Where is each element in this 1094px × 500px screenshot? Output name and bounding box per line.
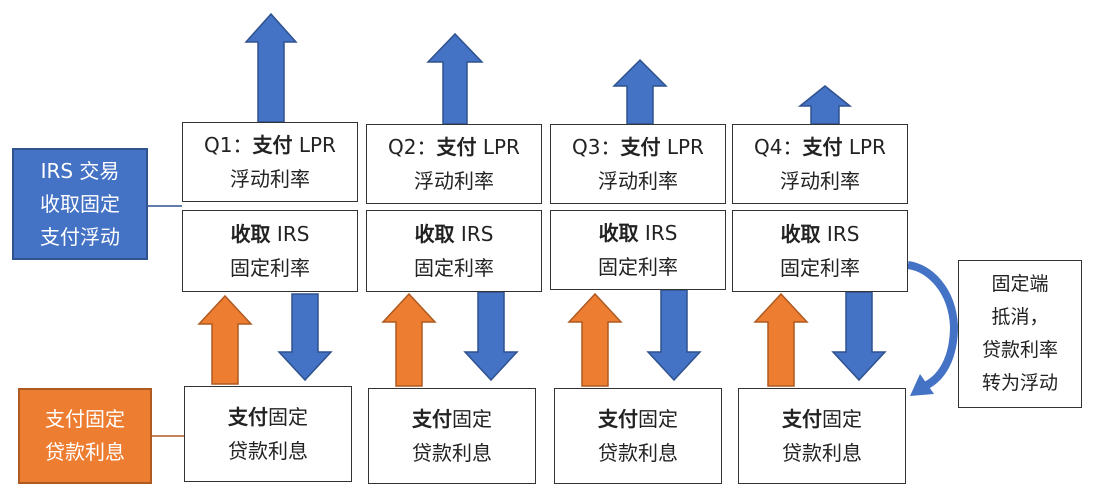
q1-fixed-down-arrow: [277, 293, 333, 382]
q2-pay: 支付: [436, 135, 477, 159]
q2-index: LPR: [476, 135, 520, 159]
q4-fixed-down-arrow: [831, 291, 887, 382]
q1-pay: 支付: [252, 133, 293, 157]
q4-float-up-arrow: [797, 85, 853, 125]
irs-trade-line-1: IRS 交易: [40, 158, 120, 183]
loan-label-line-1: 支付固定: [45, 407, 125, 431]
q3-loan-box: 支付固定 贷款利息: [554, 388, 722, 484]
q3-recv: 收取: [598, 221, 639, 245]
q3-pay: 支付: [620, 135, 661, 159]
q3-index: LPR: [660, 135, 704, 159]
offset-note-line-4: 转为浮动: [981, 372, 1058, 394]
q2-fixed-text: 固定利率: [414, 256, 494, 280]
q4-prefix: Q4：: [754, 135, 803, 159]
q3-loan-interest: 贷款利息: [598, 441, 678, 465]
loan-label-line-2: 贷款利息: [45, 440, 125, 464]
q1-loan-box: 支付固定 贷款利息: [184, 386, 352, 482]
q3-fixed-down-arrow: [646, 289, 702, 382]
q4-fixed-up-arrow: [753, 292, 809, 387]
q2-float-up-arrow: [426, 32, 484, 125]
q3-fixed-box: 收取 IRS 固定利率: [550, 210, 726, 290]
q1-float-text: 浮动利率: [230, 167, 310, 191]
q1-float-box: Q1：支付 LPR 浮动利率: [182, 122, 358, 202]
q4-float-box: Q4：支付 LPR 浮动利率: [732, 124, 908, 204]
q4-recv: 收取: [780, 222, 821, 246]
offset-note-line-2: 抵消，: [991, 306, 1049, 328]
q3-loan-fixed: 固定: [638, 407, 678, 431]
q4-index: LPR: [842, 135, 886, 159]
q4-irs: IRS: [820, 222, 860, 246]
offset-curved-arrow: [907, 261, 959, 390]
q2-fixed-box: 收取 IRS 固定利率: [366, 210, 542, 292]
q3-fixed-up-arrow: [567, 292, 623, 387]
q2-loan-interest: 贷款利息: [412, 441, 492, 465]
q1-fixed-text: 固定利率: [230, 256, 310, 280]
q2-float-box: Q2：支付 LPR 浮动利率: [366, 124, 542, 204]
q2-float-text: 浮动利率: [414, 169, 494, 193]
loan-label: 支付固定 贷款利息: [18, 388, 152, 484]
q1-index: LPR: [292, 133, 336, 157]
offset-note-line-3: 贷款利率: [981, 339, 1058, 361]
q4-pay: 支付: [802, 135, 843, 159]
q4-fixed-box: 收取 IRS 固定利率: [732, 210, 908, 292]
q2-loan-box: 支付固定 贷款利息: [368, 388, 536, 484]
q1-loan-interest: 贷款利息: [228, 439, 308, 463]
q2-loan-fixed: 固定: [452, 407, 492, 431]
q3-float-up-arrow: [612, 58, 668, 125]
q1-loan-fixed: 固定: [268, 405, 308, 429]
q1-irs: IRS: [270, 222, 310, 246]
q4-loan-fixed: 固定: [822, 407, 862, 431]
q3-fixed-text: 固定利率: [598, 255, 678, 279]
q2-recv: 收取: [414, 222, 455, 246]
irs-trade-line-3: 支付浮动: [40, 224, 120, 249]
irs-trade-line-2: 收取固定: [40, 191, 120, 216]
q1-prefix: Q1：: [204, 133, 253, 157]
q2-fixed-up-arrow: [381, 292, 437, 387]
irs-trade-label: IRS 交易 收取固定 支付浮动: [12, 148, 148, 260]
q1-fixed-up-arrow: [197, 294, 253, 385]
q4-fixed-text: 固定利率: [780, 256, 860, 280]
q4-float-text: 浮动利率: [780, 169, 860, 193]
q4-loan-interest: 贷款利息: [782, 441, 862, 465]
q2-fixed-down-arrow: [463, 291, 519, 382]
q2-irs: IRS: [454, 222, 494, 246]
q3-prefix: Q3：: [572, 135, 621, 159]
q1-fixed-box: 收取 IRS 固定利率: [182, 210, 358, 292]
q1-recv: 收取: [230, 222, 271, 246]
offset-curved-arrowhead: [910, 374, 934, 396]
q1-loan-pay: 支付: [228, 405, 268, 429]
offset-note-line-1: 固定端: [991, 273, 1049, 295]
q4-loan-box: 支付固定 贷款利息: [738, 388, 906, 484]
q2-prefix: Q2：: [388, 135, 437, 159]
q4-loan-pay: 支付: [782, 407, 822, 431]
q2-loan-pay: 支付: [412, 407, 452, 431]
q3-loan-pay: 支付: [598, 407, 638, 431]
offset-note-box: 固定端 抵消， 贷款利率 转为浮动: [958, 260, 1082, 408]
q1-float-up-arrow: [244, 12, 298, 123]
q3-float-box: Q3：支付 LPR 浮动利率: [550, 124, 726, 204]
q3-float-text: 浮动利率: [598, 169, 678, 193]
q3-irs: IRS: [638, 221, 678, 245]
